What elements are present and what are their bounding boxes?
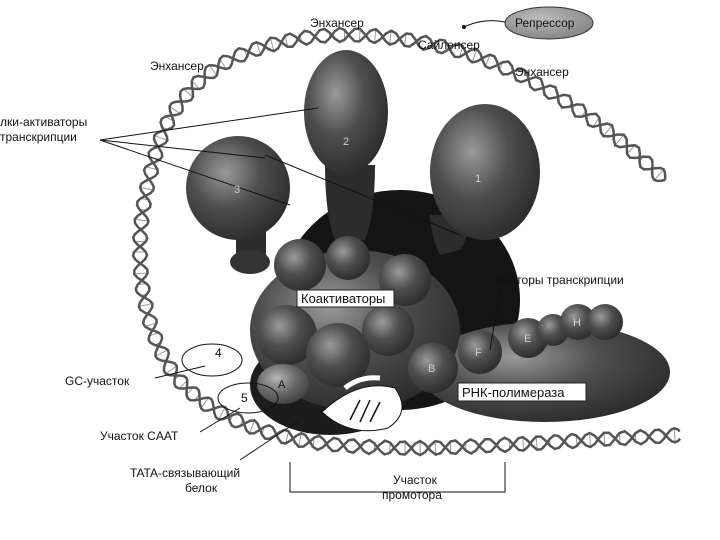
dna-rung bbox=[139, 186, 154, 191]
factor-letter-f: F bbox=[475, 347, 482, 359]
dna-rung bbox=[154, 135, 168, 141]
dna-rung bbox=[191, 80, 201, 90]
dna-rung bbox=[145, 166, 158, 171]
activator-3 bbox=[186, 136, 290, 274]
promoter-label-line1: Участок bbox=[393, 473, 438, 487]
site-ovals bbox=[181, 343, 279, 414]
gc-region-label: GC-участок bbox=[65, 374, 130, 388]
factor-h bbox=[560, 304, 596, 340]
activators-label-line1: лки-активаторы bbox=[0, 115, 87, 129]
dna-strand-2 bbox=[131, 26, 682, 456]
dna-rung bbox=[200, 397, 209, 409]
dna-rung bbox=[155, 349, 169, 357]
dna-rung bbox=[165, 365, 178, 375]
silencer-label: Сайленсер bbox=[418, 38, 480, 52]
coactivator-spheres bbox=[257, 236, 431, 387]
enhancer-right-label: Энхансер bbox=[515, 65, 569, 79]
dna-rung bbox=[471, 49, 478, 63]
dna-rung bbox=[626, 144, 636, 155]
repressor bbox=[462, 6, 594, 40]
activator-number-3: 3 bbox=[234, 184, 240, 196]
dna-rung bbox=[603, 124, 613, 137]
enhancer-top-label: Энхансер bbox=[310, 16, 364, 30]
dna-rung bbox=[208, 64, 218, 76]
site-number-5: 5 bbox=[241, 391, 248, 405]
dna-rung bbox=[404, 33, 407, 46]
rna-polymerase-label: РНК-полимераза bbox=[462, 385, 565, 400]
dna-rung bbox=[183, 88, 194, 98]
activator-1 bbox=[430, 104, 540, 255]
dna-double-helix bbox=[131, 26, 682, 457]
dna-rung bbox=[144, 322, 157, 328]
dna-rung bbox=[459, 46, 464, 58]
dna-rung bbox=[284, 35, 289, 47]
dna-rung bbox=[522, 437, 525, 451]
dna-rung bbox=[653, 169, 665, 181]
dna-rung bbox=[673, 428, 676, 443]
coactivators-label: Коактиваторы bbox=[301, 291, 385, 306]
factor-h-right bbox=[587, 304, 623, 340]
dna-rung bbox=[219, 58, 227, 70]
factor-letter-b: B bbox=[428, 363, 435, 375]
activator-2 bbox=[304, 50, 388, 240]
factor-a bbox=[257, 364, 309, 404]
dna-rung bbox=[169, 105, 181, 115]
dna-rung bbox=[249, 420, 255, 434]
dna-rung bbox=[485, 54, 491, 67]
dna-rung bbox=[138, 303, 153, 307]
dna-rung bbox=[535, 436, 538, 450]
factor-letter-h: H bbox=[573, 317, 581, 329]
tata-label-line2: белок bbox=[185, 481, 218, 495]
factor-letter-a: A bbox=[278, 379, 286, 391]
dna-rung bbox=[256, 42, 262, 55]
dna-rung bbox=[218, 407, 226, 420]
enhancer-left-label: Энхансер bbox=[150, 59, 204, 73]
pointer-lines bbox=[99, 107, 501, 461]
promoter-label-line2: промотора bbox=[382, 488, 442, 502]
factor-b bbox=[408, 343, 458, 393]
dna-rung bbox=[614, 134, 625, 146]
dna-rung bbox=[134, 272, 148, 275]
factor-letter-e: E bbox=[524, 333, 531, 345]
dna-rung bbox=[269, 37, 275, 52]
dna-rung bbox=[389, 30, 392, 45]
dna-rung bbox=[134, 219, 149, 222]
dna-rung bbox=[285, 431, 290, 444]
dna-rung bbox=[358, 28, 361, 42]
dna-strand-1 bbox=[131, 27, 681, 457]
activator-number-2: 2 bbox=[343, 136, 349, 148]
dna-rung bbox=[178, 380, 188, 389]
dna-rung bbox=[589, 432, 591, 448]
dna-rung bbox=[374, 29, 377, 44]
transcription-factors-label: Факторы транскрипции bbox=[495, 273, 624, 287]
repressor-label: Репрессор bbox=[515, 16, 575, 30]
activators-label-line2: транскрипции bbox=[0, 130, 77, 144]
caat-region-label: Участок CAAT bbox=[100, 429, 179, 443]
tata-label-line1: TATA-связывающий bbox=[130, 466, 240, 480]
tata-binding-protein bbox=[321, 375, 403, 432]
promoter-bracket bbox=[289, 462, 506, 493]
site-number-4: 4 bbox=[215, 346, 222, 360]
dna-rung bbox=[603, 432, 606, 446]
dna-rung bbox=[298, 433, 302, 447]
activator-number-1: 1 bbox=[475, 173, 481, 185]
